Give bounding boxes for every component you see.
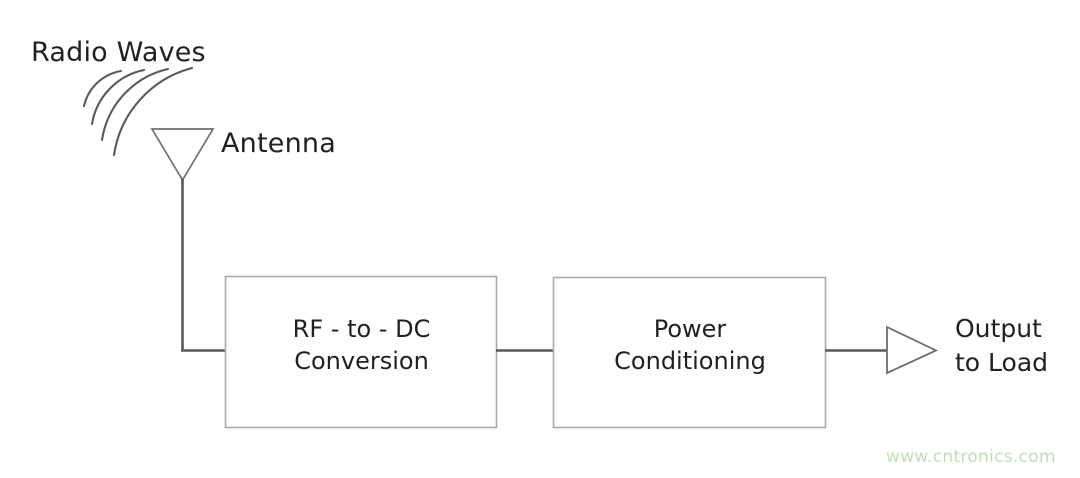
block-label-power-conditioning: Power Conditioning [554, 313, 826, 378]
block-label-power-conditioning-line2: Conditioning [614, 347, 766, 376]
block-rf-to-dc[interactable] [224, 275, 498, 429]
antenna-label: Antenna [221, 128, 336, 159]
watermark-text: www.cntronics.com [886, 447, 1056, 467]
radio-wave-arc-4 [112, 66, 194, 157]
block-label-power-conditioning-line1: Power [653, 315, 727, 343]
radio-wave-arcs-icon [82, 66, 194, 157]
block-label-rf-to-dc-line1: RF - to - DC [292, 315, 431, 343]
output-arrow-icon [886, 325, 939, 375]
antenna-icon [150, 128, 215, 351]
block-label-rf-to-dc: RF - to - DC Conversion [226, 313, 497, 378]
block-label-rf-to-dc-line2: Conversion [294, 347, 429, 376]
radio-waves-label: Radio Waves [31, 37, 206, 68]
output-label-line2: to Load [955, 348, 1049, 377]
radio-wave-arc-1 [82, 69, 123, 108]
antenna-triangle [150, 128, 215, 182]
output-to-load-label: Output to Load [955, 312, 1048, 380]
radio-wave-arc-2 [90, 68, 146, 126]
block-power-conditioning[interactable] [552, 276, 827, 429]
output-label-line1: Output [955, 314, 1042, 343]
radio-wave-arc-3 [100, 67, 170, 142]
